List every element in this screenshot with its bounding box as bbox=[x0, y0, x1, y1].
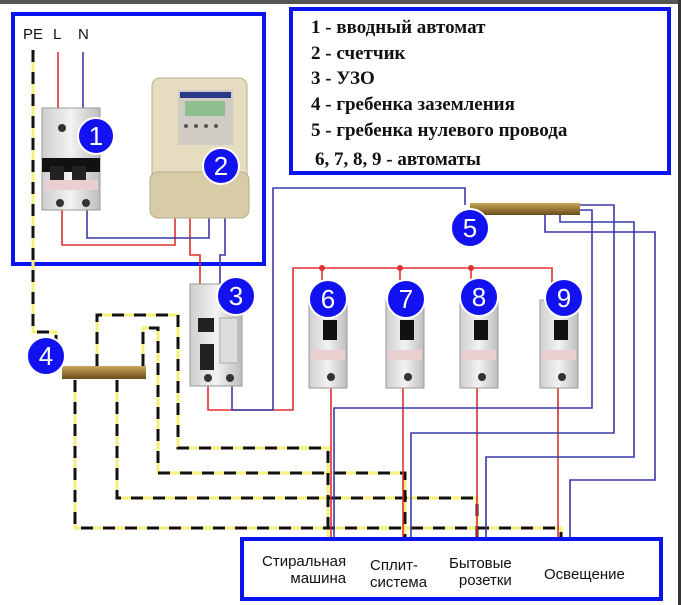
legend: 1 - вводный автомат 2 - счетчик 3 - УЗО … bbox=[289, 7, 671, 175]
legend-item: 2 - счетчик bbox=[311, 43, 406, 64]
l-label: L bbox=[53, 26, 62, 43]
window-top-edge bbox=[0, 0, 681, 4]
marker-4: 4 bbox=[26, 336, 66, 376]
marker-9: 9 bbox=[544, 278, 584, 318]
marker-7: 7 bbox=[386, 279, 426, 319]
load-lighting: Освещение bbox=[544, 566, 625, 583]
marker-1: 1 bbox=[77, 117, 115, 155]
input-panel-frame bbox=[11, 12, 266, 266]
marker-3: 3 bbox=[216, 276, 256, 316]
legend-item: 3 - УЗО bbox=[311, 68, 375, 89]
load-label: машина bbox=[290, 570, 347, 587]
marker-6: 6 bbox=[308, 279, 348, 319]
marker-8: 8 bbox=[459, 277, 499, 317]
ground-wires bbox=[31, 50, 563, 540]
legend-item: 1 - вводный автомат bbox=[311, 17, 486, 38]
rcd-device bbox=[189, 283, 243, 387]
svg-text:4: 4 bbox=[39, 341, 53, 371]
legend-item: 6, 7, 8, 9 - автоматы bbox=[315, 149, 481, 170]
svg-text:9: 9 bbox=[557, 283, 571, 313]
load-label: розетки bbox=[458, 572, 512, 589]
load-split-system: Сплит-система bbox=[370, 557, 427, 591]
marker-5: 5 bbox=[450, 208, 490, 248]
svg-text:7: 7 bbox=[399, 284, 413, 314]
n-label: N bbox=[78, 26, 89, 43]
window-right-edge bbox=[678, 0, 681, 605]
legend-item: 5 - гребенка нулевого провода bbox=[311, 120, 568, 141]
legend-item: 4 - гребенка заземления bbox=[311, 94, 515, 115]
pe-label: PE bbox=[23, 26, 44, 43]
electricity-meter bbox=[149, 77, 250, 219]
neutral-bus-bar bbox=[470, 203, 580, 215]
load-label: Освещение bbox=[544, 566, 625, 583]
number-markers: 1 2 3 4 5 6 7 8 9 bbox=[26, 117, 584, 376]
svg-text:5: 5 bbox=[463, 213, 477, 243]
marker-2: 2 bbox=[202, 147, 240, 185]
load-label: Стиральная bbox=[262, 553, 347, 570]
load-label: Сплит- bbox=[370, 557, 418, 574]
neutral-wires bbox=[82, 52, 656, 540]
svg-text:2: 2 bbox=[214, 151, 228, 181]
svg-text:6: 6 bbox=[321, 284, 335, 314]
svg-text:8: 8 bbox=[472, 282, 486, 312]
load-label: Бытовые bbox=[449, 555, 512, 572]
junction-dots bbox=[319, 265, 474, 271]
load-label: система bbox=[370, 574, 428, 591]
ground-bus-bar bbox=[62, 366, 146, 379]
svg-text:3: 3 bbox=[229, 281, 243, 311]
svg-text:1: 1 bbox=[89, 121, 103, 151]
branch-breakers bbox=[308, 299, 579, 389]
